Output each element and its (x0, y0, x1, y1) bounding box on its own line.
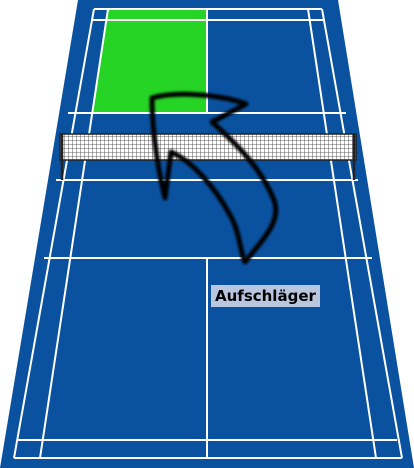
server-label: Aufschläger (211, 285, 320, 307)
serve-arrow-icon (149, 91, 279, 265)
court-lines (13, 8, 403, 459)
net (59, 133, 357, 180)
target-service-box (93, 9, 207, 113)
